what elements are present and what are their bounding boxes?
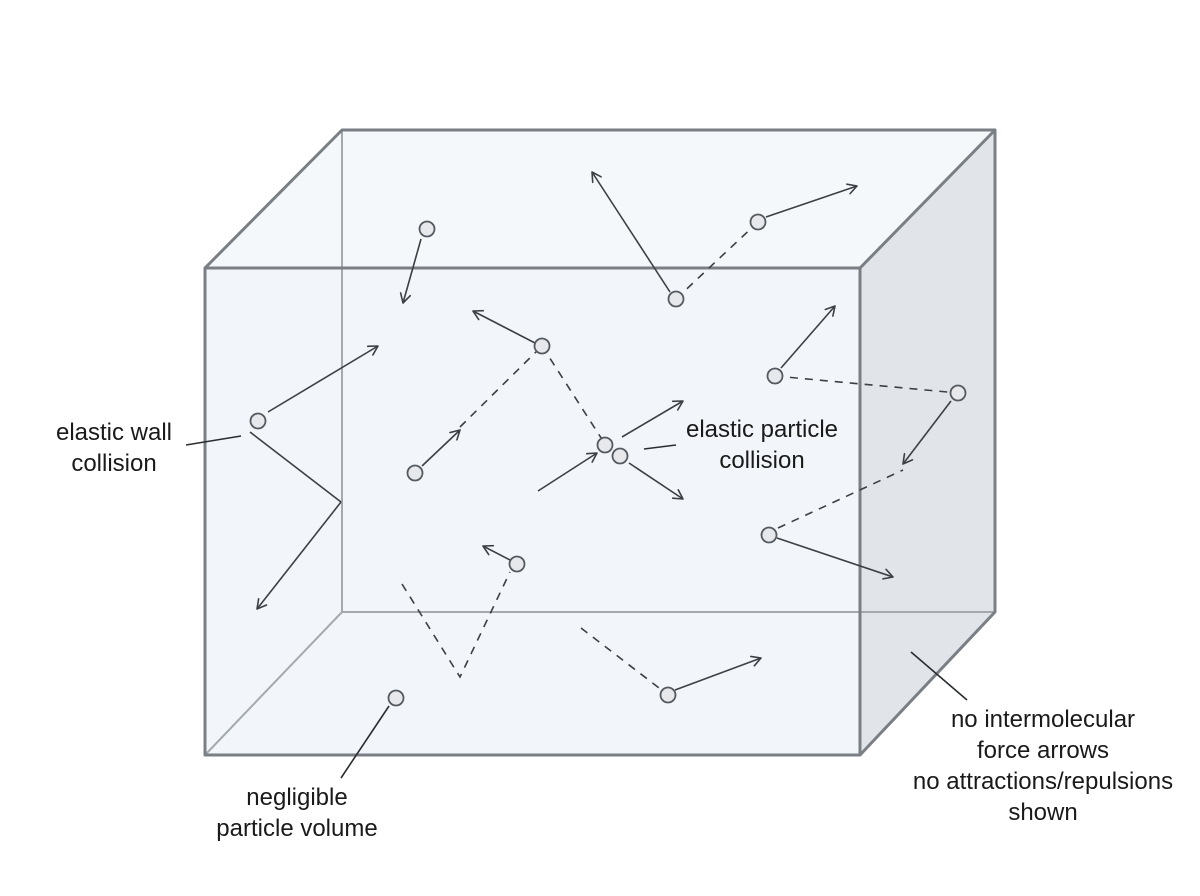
velocity-arrow <box>776 537 894 580</box>
gas-particle <box>533 337 551 355</box>
label-no-intermolecular-forces: no intermolecular force arrows no attrac… <box>912 706 1174 826</box>
velocity-arrow <box>537 452 598 492</box>
box-back-edges <box>204 130 995 756</box>
velocity-arrow <box>256 501 342 610</box>
gas-particle <box>406 464 424 482</box>
velocity-arrow <box>780 305 836 369</box>
velocity-arrow <box>621 400 684 438</box>
gas-particle <box>418 220 436 238</box>
velocity-arrow <box>472 309 536 344</box>
label-negligible-particle-volume: negligible particle volume <box>216 784 378 842</box>
gas-particle <box>667 290 685 308</box>
gas-particles <box>249 213 967 707</box>
box-visible-edges <box>203 128 997 757</box>
gas-particle <box>249 412 267 430</box>
container-box <box>203 128 997 757</box>
gas-particle <box>611 447 629 465</box>
box-top-face <box>205 130 995 268</box>
velocity-arrow <box>482 544 511 561</box>
gas-particle <box>949 384 967 402</box>
gas-particle <box>749 213 767 231</box>
gas-particle <box>387 689 405 707</box>
label-elastic-particle-collision: elastic particle collision <box>685 416 839 474</box>
velocity-arrow <box>902 400 952 465</box>
velocity-arrows <box>249 171 952 691</box>
gas-particle <box>760 526 778 544</box>
callout-leaders <box>185 435 968 779</box>
leader-wall-collision <box>185 435 242 446</box>
box-front-face <box>205 268 860 755</box>
velocity-arrow <box>591 171 671 293</box>
velocity-arrow <box>765 183 858 218</box>
leader-no-forces <box>910 651 968 701</box>
gas-particle <box>596 436 614 454</box>
gas-particle <box>659 686 677 704</box>
gas-particle <box>766 367 784 385</box>
velocity-arrow <box>674 655 762 691</box>
velocity-arrow <box>267 345 379 413</box>
label-elastic-wall-collision: elastic wall collision <box>55 419 173 477</box>
velocity-arrow <box>249 431 342 503</box>
velocity-arrow <box>628 462 684 500</box>
gas-particle <box>508 555 526 573</box>
box-side-face <box>860 130 995 755</box>
leader-particle-collision <box>643 444 677 450</box>
velocity-arrow <box>399 238 422 304</box>
velocity-arrow <box>421 429 461 467</box>
leader-particle-volume <box>340 705 390 779</box>
particle-path-trails <box>401 221 959 692</box>
